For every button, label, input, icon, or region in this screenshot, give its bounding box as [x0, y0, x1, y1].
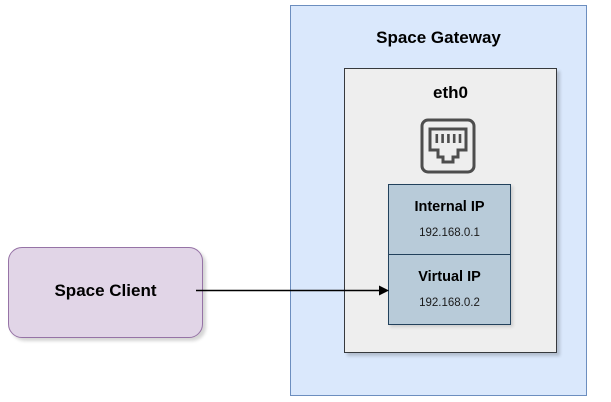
space-gateway-title: Space Gateway: [376, 28, 501, 47]
virtual-ip-cell[interactable]: Virtual IP 192.168.0.2: [389, 255, 510, 324]
internal-ip-cell[interactable]: Internal IP 192.168.0.1: [389, 185, 510, 255]
ethernet-port-icon: [419, 117, 477, 175]
space-client-node[interactable]: Space Client: [8, 247, 203, 338]
internal-ip-label: Internal IP: [414, 199, 485, 215]
eth0-title: eth0: [433, 83, 468, 102]
ip-address-stack: Internal IP 192.168.0.1 Virtual IP 192.1…: [388, 184, 511, 325]
space-client-label: Space Client: [54, 281, 157, 300]
client-to-virtual-ip-arrow: [196, 275, 396, 307]
virtual-ip-label: Virtual IP: [418, 269, 481, 285]
internal-ip-value: 192.168.0.1: [419, 227, 480, 239]
virtual-ip-value: 192.168.0.2: [419, 297, 480, 309]
